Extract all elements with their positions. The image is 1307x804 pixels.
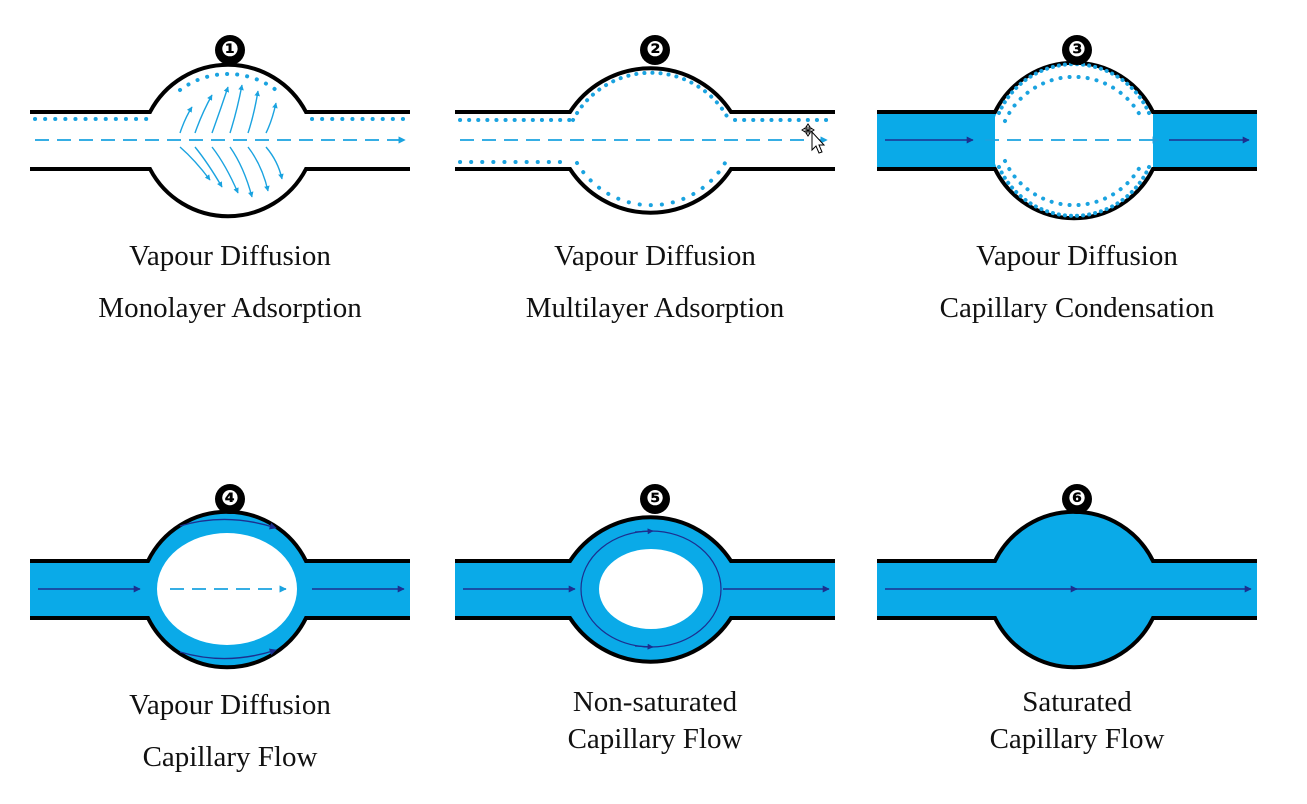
pore-diagram-3	[877, 60, 1257, 221]
film-flow-arrow-bottom	[179, 648, 277, 660]
pore-wall-bottom	[877, 167, 1257, 221]
panel-2-multilayer-adsorption: ❷ Vapour Diffusion Multilayer Adsorption	[455, 15, 855, 355]
film-flow-arrow-bottom	[634, 643, 654, 650]
pore-diagram-1	[30, 62, 412, 219]
panel-label-line1: Vapour Diffusion	[554, 240, 756, 272]
condensed-layer-top-inner	[1003, 74, 1145, 123]
panel-6-saturated-capillary-flow: ❻ Saturated Capillary Flow	[877, 464, 1277, 804]
pore-wall-top	[455, 66, 835, 114]
pore-wall-top	[877, 60, 1257, 114]
panel-label-line1: Vapour Diffusion	[976, 240, 1178, 272]
panel-label-line1: Saturated	[1022, 686, 1132, 718]
pore-wall-bottom	[877, 616, 1257, 670]
condensed-layer-bottom	[997, 165, 1151, 218]
adsorbed-layer-arc-top	[571, 70, 731, 122]
panel-label-line1: Vapour Diffusion	[129, 240, 331, 272]
panel-label-line2: Multilayer Adsorption	[525, 292, 785, 324]
panel-label-line2: Capillary Condensation	[939, 292, 1215, 324]
diffusion-arrows-fan	[179, 84, 284, 198]
step-number-badge: ❹	[215, 484, 245, 514]
pore-wall-bottom	[30, 616, 410, 670]
pore-wall-top	[455, 515, 835, 563]
panel-1-monolayer-adsorption: ❶ Vapour Diffusion Monolayer Adsorption	[30, 15, 430, 355]
pore-diagram-5	[455, 515, 835, 664]
panel-3-capillary-condensation: ❸ Vapour Diffusion Capillary Condensatio…	[877, 15, 1277, 355]
film-flow-arrow-top	[179, 518, 277, 530]
step-number-badge: ❶	[215, 35, 245, 65]
step-number-badge: ❸	[1062, 35, 1092, 65]
adsorbed-layer-arc-bottom	[575, 161, 727, 208]
panel-4-capillary-flow: ❹ Vapour Diffusion Capillary Flow	[30, 464, 430, 804]
condensed-layer-top	[997, 62, 1151, 115]
pore-diagram-2	[455, 66, 835, 215]
water-meniscus-right	[1153, 112, 1171, 169]
pore-wall-top	[30, 62, 410, 114]
panel-label-line1: Vapour Diffusion	[129, 689, 331, 721]
step-number-badge: ❷	[640, 35, 670, 65]
panel-5-non-saturated-capillary-flow: ❺ Non-saturated Capillary Flow	[455, 464, 855, 804]
pore-wall-bottom	[455, 167, 835, 215]
panel-label-line2: Capillary Flow	[142, 741, 318, 773]
step-number-badge: ❺	[640, 484, 670, 514]
vapour-bubble	[599, 549, 703, 629]
step-number-badge: ❻	[1062, 484, 1092, 514]
pore-diagram-4	[30, 509, 410, 670]
panel-label-line2: Capillary Flow	[567, 723, 743, 755]
pore-wall-bottom	[455, 616, 835, 664]
film-flow-arrow-top	[634, 528, 654, 535]
panel-label-line2: Capillary Flow	[989, 723, 1165, 755]
panel-label-line1: Non-saturated	[572, 686, 738, 718]
pore-wall-bottom	[30, 167, 410, 219]
move-cursor-icon	[801, 123, 826, 154]
adsorbed-molecules-arc	[178, 72, 278, 92]
panel-label-line2: Monolayer Adsorption	[98, 292, 362, 324]
